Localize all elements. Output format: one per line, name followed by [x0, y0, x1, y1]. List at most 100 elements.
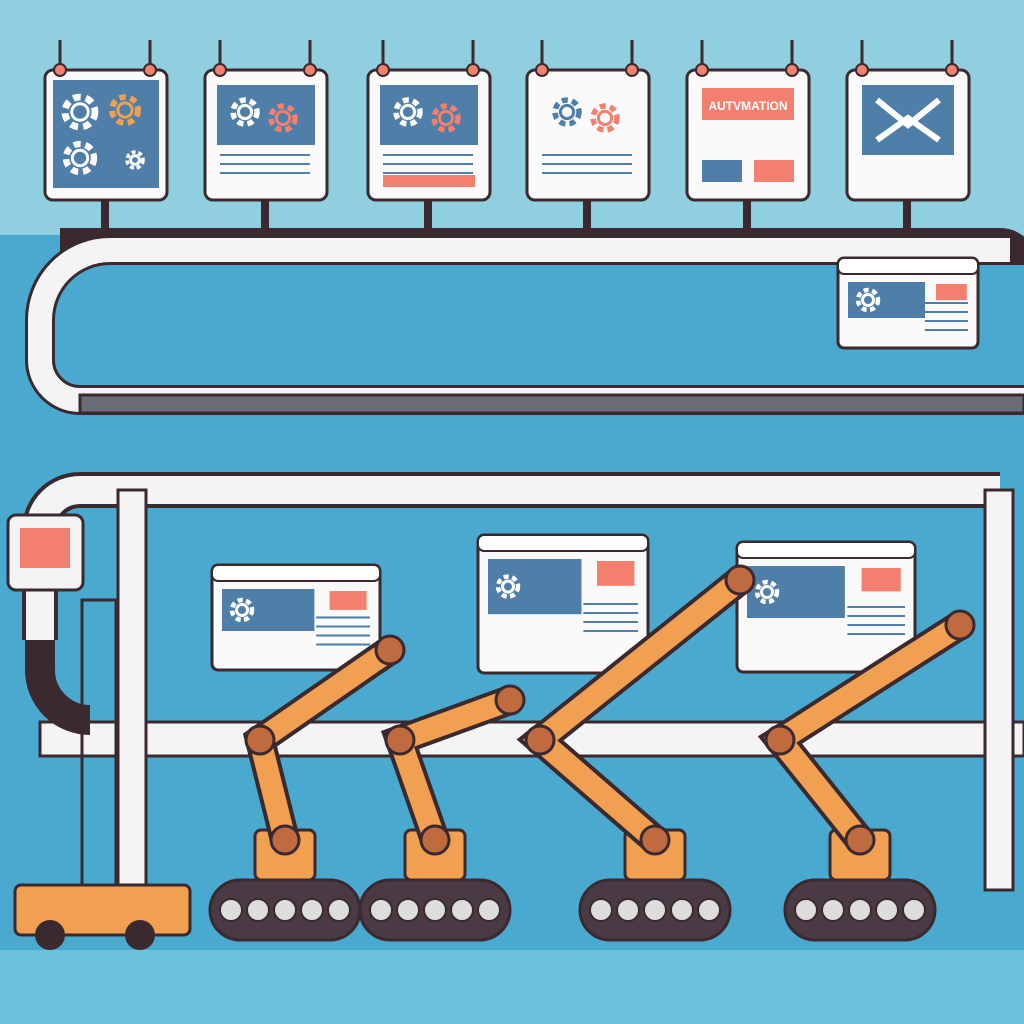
gear-icon — [236, 103, 254, 121]
gear-icon — [754, 579, 780, 605]
pin — [53, 63, 67, 77]
pin — [785, 63, 799, 77]
panel — [53, 80, 159, 188]
accent-block — [936, 284, 967, 301]
wheel — [697, 898, 721, 922]
pin — [535, 63, 549, 77]
joint — [374, 634, 406, 666]
pin — [213, 63, 227, 77]
title-bar — [477, 534, 649, 552]
wheel — [327, 898, 351, 922]
wheel — [589, 898, 613, 922]
gear-icon — [590, 103, 620, 133]
gear-icon — [70, 148, 90, 168]
wheel — [423, 898, 447, 922]
mail-icon — [875, 97, 941, 143]
gear-icon — [501, 579, 515, 594]
joint — [384, 724, 416, 756]
pin — [143, 63, 157, 77]
wheel — [643, 898, 667, 922]
browser-window-icon — [476, 533, 650, 675]
joint — [494, 684, 526, 716]
hanging-sign — [366, 40, 492, 245]
gear-icon — [235, 603, 249, 617]
gear-icon — [268, 103, 298, 133]
wheel — [300, 898, 324, 922]
gear-icon — [62, 140, 98, 176]
gear-icon — [855, 287, 881, 313]
pin — [855, 63, 869, 77]
title-bar — [211, 564, 381, 582]
floor — [0, 950, 1024, 1024]
bar — [383, 175, 475, 187]
pin — [695, 63, 709, 77]
wheel — [369, 898, 393, 922]
rail-loop-fill — [28, 238, 1024, 412]
hanging-sign — [525, 40, 651, 245]
title-bar — [736, 541, 916, 559]
support-pillar — [983, 488, 1015, 892]
chain-conveyor — [78, 393, 1024, 415]
button-block — [702, 160, 742, 182]
wheel — [246, 898, 270, 922]
wheel — [219, 898, 243, 922]
banner — [702, 88, 794, 120]
title-bar — [837, 257, 979, 275]
browser-window-icon — [836, 256, 980, 350]
gear-icon — [129, 154, 141, 166]
support-pillar — [116, 488, 148, 892]
button-block — [754, 160, 794, 182]
gear-icon — [125, 150, 145, 170]
image-block — [747, 566, 845, 618]
joint — [639, 824, 671, 856]
robot-arm-icon — [208, 634, 406, 942]
hanging-sign — [203, 40, 329, 245]
pin — [625, 63, 639, 77]
gear-icon — [861, 293, 875, 307]
joint — [269, 824, 301, 856]
joint — [419, 824, 451, 856]
gear-icon — [61, 93, 99, 131]
wheel — [902, 898, 926, 922]
robot-arm-icon — [358, 684, 526, 942]
browser-window-icon — [210, 563, 382, 672]
hanging-sign — [43, 40, 169, 245]
gear-icon — [431, 103, 461, 133]
gear-icon — [70, 102, 90, 122]
gear-icon — [760, 585, 774, 599]
pin — [376, 63, 390, 77]
joint — [944, 609, 976, 641]
wheel — [821, 898, 845, 922]
gear-icon — [229, 597, 255, 623]
wheel — [794, 898, 818, 922]
joint — [244, 724, 276, 756]
wheel — [670, 898, 694, 922]
robot-arm-icon — [757, 609, 976, 942]
sign-text: AUTVMATION — [708, 99, 787, 113]
wheel — [848, 898, 872, 922]
wheel — [450, 898, 474, 922]
gear-icon — [274, 109, 292, 127]
gear-icon — [552, 97, 582, 127]
image-block — [848, 282, 925, 318]
accent-block — [861, 568, 901, 592]
wheel — [396, 898, 420, 922]
browser-window-icon — [735, 540, 917, 674]
joint — [844, 824, 876, 856]
gear-icon — [596, 109, 614, 127]
pin — [466, 63, 480, 77]
joint — [724, 564, 756, 596]
robot-arms — [208, 564, 976, 942]
wheel — [477, 898, 501, 922]
joint — [524, 724, 556, 756]
wheel — [875, 898, 899, 922]
gear-icon — [437, 109, 455, 127]
gear-icon — [109, 94, 141, 126]
gear-icon — [230, 97, 260, 127]
joint — [764, 724, 796, 756]
gear-icon — [116, 101, 134, 119]
browser-panels — [210, 256, 980, 675]
gear-icon — [399, 103, 417, 121]
gear-icon — [495, 574, 521, 599]
